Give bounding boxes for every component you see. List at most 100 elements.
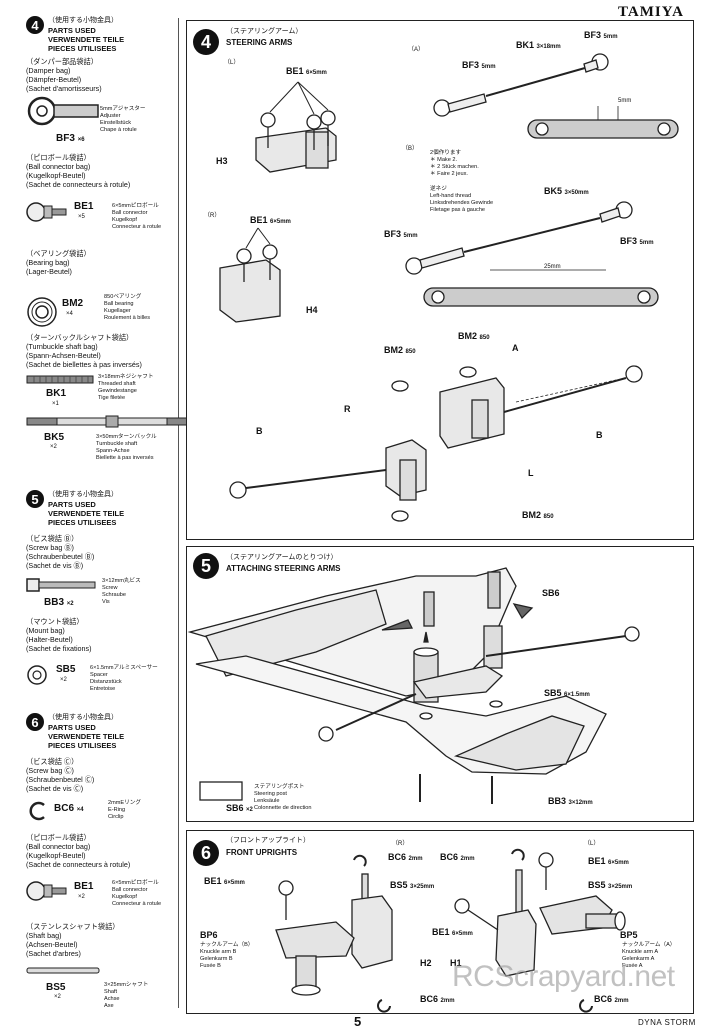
parts-title-en: PARTS USED [48, 723, 96, 732]
label-h1: H1 [450, 958, 462, 968]
right-label: （R） [204, 213, 221, 219]
part-code-bk1: BK1 [46, 388, 67, 399]
bag-label: （マウント袋詰）(Mount bag)(Halter-Beutel)(Sache… [26, 617, 92, 653]
variant-a-label: （A） [408, 47, 425, 53]
label-h4: H4 [306, 305, 318, 315]
bag-label: （ベアリング袋詰）(Bearing bag)(Lager-Beutel) [26, 249, 91, 276]
parts-title-en: PARTS USED [48, 26, 96, 35]
parts-title-fr: PIECES UTILISEES [48, 741, 117, 750]
step-jp-title: （ステアリングアーム） [226, 28, 303, 35]
part-qty: ×4 [66, 311, 73, 317]
part-qty: ×2 [54, 994, 61, 1000]
bag-label: （ピロボール袋詰）(Ball connector bag)(Kugelkopf-… [26, 833, 131, 869]
label-bc6: BC6 2mm [440, 852, 475, 862]
page-number: 5 [354, 1014, 362, 1029]
attach-steering-arms-diagram [187, 567, 640, 804]
label-bb3: BB3 3×12mm [548, 796, 593, 806]
shaft-icon [26, 967, 100, 974]
ball-connector-icon [26, 881, 67, 901]
turnbuckle-icon [26, 415, 198, 428]
parts-title-fr: PIECES UTILISEES [48, 44, 117, 53]
column-divider [178, 18, 179, 1008]
part-code-be1: BE1 [74, 881, 94, 892]
part-qty: ×2 [50, 444, 57, 450]
label-bf3: BF3 5mm [620, 236, 654, 246]
step-number-4: 4 [193, 29, 219, 55]
label-sb5: SB5 6×1.5mm [544, 688, 590, 698]
part-code-bb3: BB3 ×2 [44, 597, 74, 608]
parts-jp-title: （使用する小物金具） [48, 491, 118, 498]
threaded-shaft-icon [26, 375, 94, 384]
left-label: （L） [584, 841, 600, 847]
model-name: DYNA STORM [638, 1018, 696, 1027]
make-two-note: 2個作ります＊ Make 2.＊ 2 Stück machen.＊ Faire … [430, 150, 479, 177]
label-bf3: BF3 5mm [384, 229, 418, 239]
part-qty: ×1 [52, 401, 59, 407]
parts-jp-title: （使用する小物金具） [48, 714, 118, 721]
label-r: R [344, 404, 351, 414]
e-ring-icon [29, 801, 45, 821]
bag-label: （ビス袋詰 Ⓑ）(Screw bag Ⓑ)(Schraubenbeutel Ⓑ)… [26, 534, 95, 570]
brand-logo: TAMIYA [618, 4, 685, 20]
bag-label: （ビス袋詰 Ⓒ）(Screw bag Ⓒ)(Schraubenbeutel Ⓒ)… [26, 757, 95, 793]
parts-title-en: PARTS USED [48, 500, 96, 509]
label-be1: BE1 6×5mm [204, 876, 245, 886]
part-qty: ×5 [78, 214, 85, 220]
parts-title-de: VERWENDETE TEILE [48, 509, 125, 518]
section-number-4: 4 [26, 16, 44, 34]
label-be1: BE1 6×5mm [286, 66, 327, 76]
label-bm2: BM2 850 [458, 331, 490, 341]
label-bk1: BK1 3×18mm [516, 40, 561, 50]
variant-b-label: （B） [402, 146, 419, 152]
step-number-6: 6 [193, 840, 219, 866]
part-code-bs5: BS5 [46, 982, 66, 993]
length-dimension: 25mm [544, 264, 561, 270]
label-sb6: SB6 [542, 588, 560, 598]
label-be1: BE1 6×5mm [250, 215, 291, 225]
spacer-icon [27, 665, 47, 685]
label-a: A [512, 343, 519, 353]
part-code-bm2: BM2 [62, 298, 84, 309]
parts-section-5: 5 [26, 490, 44, 508]
label-bp5: BP5 [620, 930, 638, 940]
right-label: （R） [392, 841, 409, 847]
part-code-be1: BE1 [74, 201, 94, 212]
bag-label: （ダンパー部品袋詰）(Damper bag)(Dämpfer-Beutel)(S… [26, 57, 102, 93]
left-label: （L） [224, 60, 240, 66]
part-qty: ×2 [78, 894, 85, 900]
adjuster-icon [27, 96, 99, 126]
bearing-icon [27, 297, 57, 327]
parts-title-fr: PIECES UTILISEES [48, 518, 117, 527]
label-h3: H3 [216, 156, 228, 166]
step-title: ATTACHING STEERING ARMS [226, 564, 341, 573]
label-bs5: BS5 3×25mm [390, 880, 435, 890]
front-uprights-diagram [275, 848, 626, 1013]
section-number-5: 5 [26, 490, 44, 508]
part-qty: ×2 [60, 677, 67, 683]
label-bf3: BF3 5mm [462, 60, 496, 70]
ball-connector-icon [26, 202, 67, 222]
label-be1: BE1 6×5mm [588, 856, 629, 866]
step-jp-title: （ステアリングアームのとりつけ） [226, 554, 338, 561]
parts-section-6: 6 [26, 713, 44, 731]
bag-label: （ピロボール袋詰）(Ball connector bag)(Kugelkopf-… [26, 153, 131, 189]
label-bs5: BS5 3×25mm [588, 880, 633, 890]
part-code-bc6: BC6 ×4 [54, 803, 84, 814]
parts-title-de: VERWENDETE TEILE [48, 732, 125, 741]
label-bk5: BK5 3×50mm [544, 186, 589, 196]
label-bc6: BC6 2mm [594, 994, 629, 1004]
bag-label: （ステンレスシャフト袋詰）(Shaft bag)(Achsen-Beutel)(… [26, 922, 120, 958]
label-be1: BE1 6×5mm [432, 927, 473, 937]
watermark: RCScrapyard.net [452, 960, 675, 993]
